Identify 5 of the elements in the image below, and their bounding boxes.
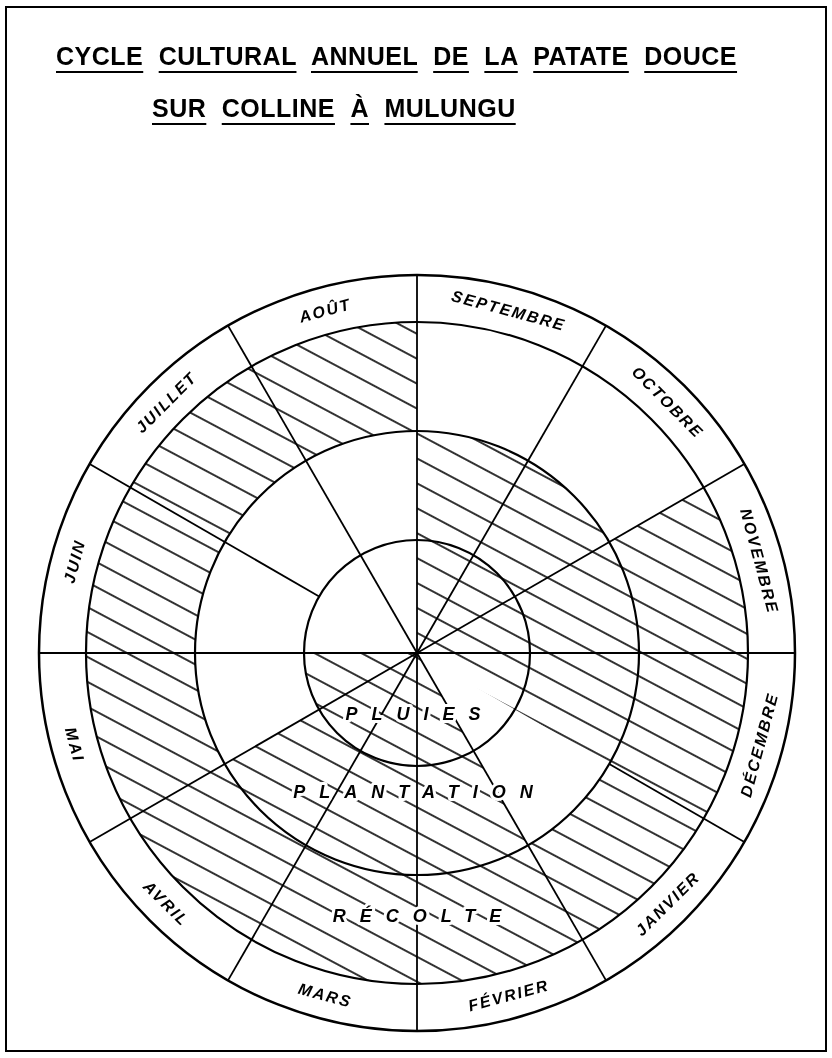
month-label: JUIN <box>60 537 89 585</box>
month-label: AOÛT <box>297 295 354 326</box>
title: CYCLE CULTURAL ANNUEL DE LA PATATE DOUCE SUR COLLINE À MULUNGU <box>55 41 739 124</box>
month-label: MARS <box>296 980 355 1011</box>
month-label: MAI <box>61 725 88 764</box>
